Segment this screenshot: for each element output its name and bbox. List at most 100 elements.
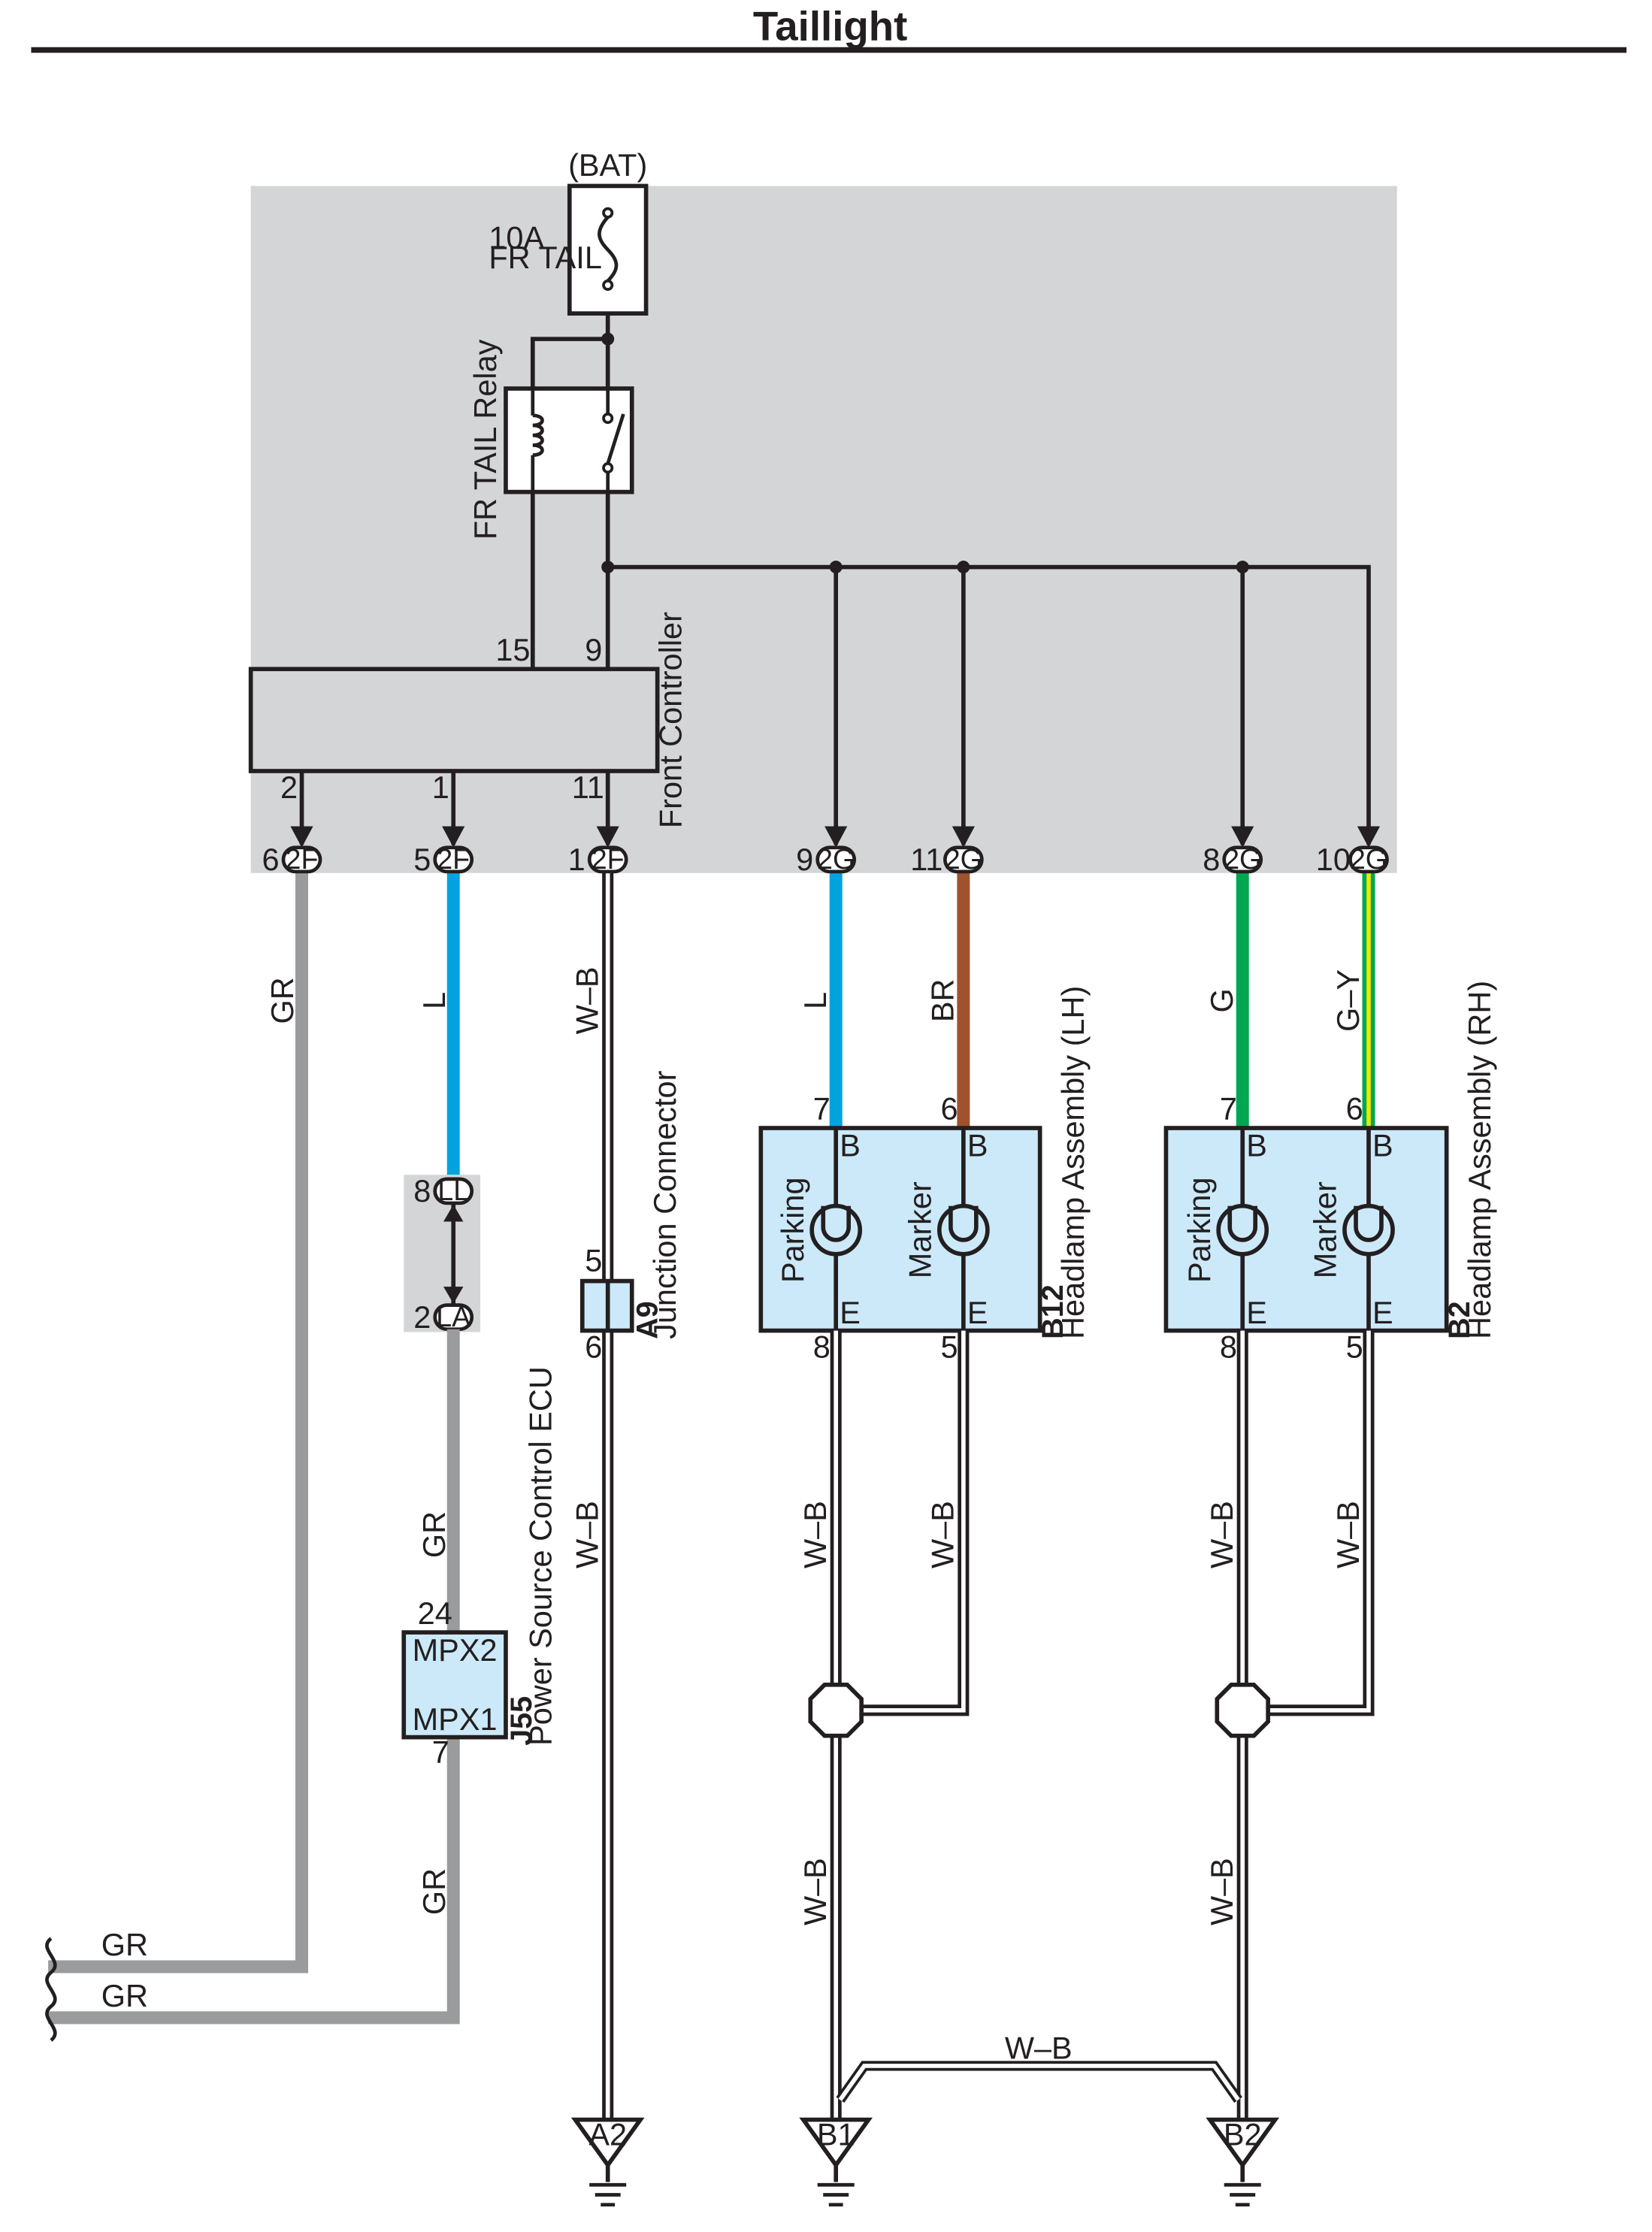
connector-pin: 10: [1316, 842, 1351, 877]
ecu-name: Power Source Control ECU: [522, 1366, 558, 1746]
wire-label: GR: [101, 1927, 148, 1962]
terminal-label: B: [1246, 1128, 1267, 1163]
ecu-terminal: MPX2: [413, 1632, 498, 1668]
wire-label: L: [416, 992, 452, 1009]
connector-pin: 6: [262, 842, 280, 877]
wire-label: GR: [101, 1978, 148, 2013]
wire-label: W–B: [1330, 1501, 1366, 1568]
connector-pin: 11: [910, 842, 942, 877]
front-controller: Front Controller 15 9 2 1 11: [248, 612, 688, 828]
wire-label: L: [797, 992, 833, 1009]
wire-label: W–B: [797, 1858, 833, 1925]
pin-label: 2: [280, 770, 298, 805]
power-source-control-ecu: MPX2 MPX1 24 7 J55 Power Source Control …: [401, 1366, 558, 1770]
ground-b2: B2: [1206, 2117, 1280, 2207]
wire-label: G: [1204, 988, 1239, 1012]
wire-label: W–B: [1204, 1858, 1239, 1925]
ecu-pin: 7: [432, 1734, 449, 1770]
terminal-label: E: [967, 1295, 988, 1330]
fuse-source-label: (BAT): [568, 147, 647, 183]
splice-dot: [601, 561, 615, 574]
connector-row: 2F 6 2F 5 2F 1 2G 9 2G 11 2G 8 2G 10: [262, 842, 1389, 877]
inline-connector-pin: 8: [413, 1173, 431, 1208]
pin-label: 15: [495, 632, 530, 667]
connector-id: 2F: [437, 843, 470, 875]
connector-pin: 1: [568, 842, 585, 877]
pin-label: 9: [585, 632, 602, 667]
wire-gr-ecu-bottom: [48, 1737, 460, 2025]
splice-dot: [1236, 561, 1249, 574]
terminal-label: B: [1372, 1128, 1393, 1163]
inline-connector-ll-la: LL 8 LA 2: [404, 1173, 481, 1335]
terminal-label: E: [1246, 1295, 1267, 1330]
connector-id: 2G: [1224, 843, 1261, 875]
wire-wb-bridge: [836, 2061, 1242, 2103]
pin-label: 6: [1346, 1091, 1363, 1127]
pin-label: 5: [940, 1329, 958, 1364]
ground-label: A2: [588, 2117, 627, 2152]
pin-label: 8: [813, 1329, 831, 1364]
wire-label: W–B: [925, 1501, 961, 1568]
pin-label: 11: [572, 770, 604, 805]
lamp-label: Marker: [902, 1181, 937, 1278]
terminal-label: E: [840, 1295, 861, 1330]
connector-pin: 8: [1203, 842, 1220, 877]
pin-label: 7: [813, 1091, 831, 1127]
junction-code: A9: [631, 1301, 664, 1339]
terminal-label: B: [967, 1128, 988, 1163]
lamp-label: Parking: [1182, 1177, 1217, 1283]
junction-connector-a9: 5 6 A9 Junction Connector: [579, 1070, 682, 1364]
pin-label: 7: [1220, 1091, 1237, 1127]
connector-id: 2F: [286, 843, 319, 875]
inline-connector-id: LL: [437, 1175, 469, 1206]
terminal-label: E: [1372, 1295, 1393, 1330]
wire-label: GR: [416, 1511, 452, 1558]
front-controller-label: Front Controller: [653, 612, 688, 828]
lamp-label: Parking: [775, 1177, 810, 1283]
junction-pin: 6: [585, 1329, 602, 1364]
headlamp-assembly-lh: Parking Marker B B E E 7 6 8 5 B12 Headl…: [758, 986, 1091, 1364]
wire-label: W–B: [1005, 2031, 1073, 2066]
connector-pin: 9: [796, 842, 813, 877]
wire-label: W–B: [570, 1501, 605, 1568]
wire-label: GR: [416, 1868, 452, 1915]
assembly-name: Headlamp Assembly (LH): [1055, 986, 1091, 1339]
wire-label: W–B: [1204, 1501, 1239, 1568]
wire-label: W–B: [797, 1501, 833, 1568]
connector-id: 2G: [817, 843, 855, 875]
pin-label: 1: [432, 770, 449, 805]
fuse-name-label: FR TAIL: [489, 240, 602, 275]
splice-dot: [829, 561, 843, 574]
connector-id: 2F: [592, 843, 625, 875]
lamp-label: Marker: [1308, 1181, 1343, 1278]
junction-name: Junction Connector: [647, 1070, 682, 1338]
wire-label: G–Y: [1330, 969, 1366, 1032]
ecu-terminal: MPX1: [413, 1701, 498, 1737]
fr-tail-relay: FR TAIL Relay: [467, 339, 634, 540]
terminal-label: B: [840, 1128, 861, 1163]
pin-label: 8: [1220, 1329, 1237, 1364]
junction-pin: 5: [585, 1242, 602, 1278]
ecu-pin: 24: [418, 1595, 452, 1631]
connector-id: 2G: [1350, 843, 1387, 875]
ground-b1: B1: [799, 2117, 873, 2207]
connector-pin: 5: [413, 842, 431, 877]
ground-label: B1: [817, 2117, 855, 2152]
assembly-name: Headlamp Assembly (RH): [1462, 981, 1497, 1339]
page-title: Taillight: [753, 3, 907, 49]
assembly-code: B12: [1036, 1284, 1070, 1339]
wire-label: W–B: [570, 966, 605, 1034]
ecu-code: J55: [505, 1696, 538, 1746]
splice-octagon-rh: [1215, 1683, 1270, 1738]
ground-a2: A2: [570, 2117, 645, 2207]
wire-label: GR: [265, 977, 300, 1024]
inline-connector-id: LA: [436, 1301, 471, 1332]
connector-id: 2G: [945, 843, 982, 875]
wire-gr-main: [48, 873, 309, 1973]
ground-label: B2: [1224, 2117, 1262, 2152]
headlamp-assembly-rh: Parking Marker B B E E 7 6 8 5 B2 Headla…: [1163, 981, 1497, 1364]
splice-dot: [601, 332, 615, 346]
relay-label: FR TAIL Relay: [467, 339, 503, 540]
fuse-amp-label: 10A: [489, 219, 544, 255]
